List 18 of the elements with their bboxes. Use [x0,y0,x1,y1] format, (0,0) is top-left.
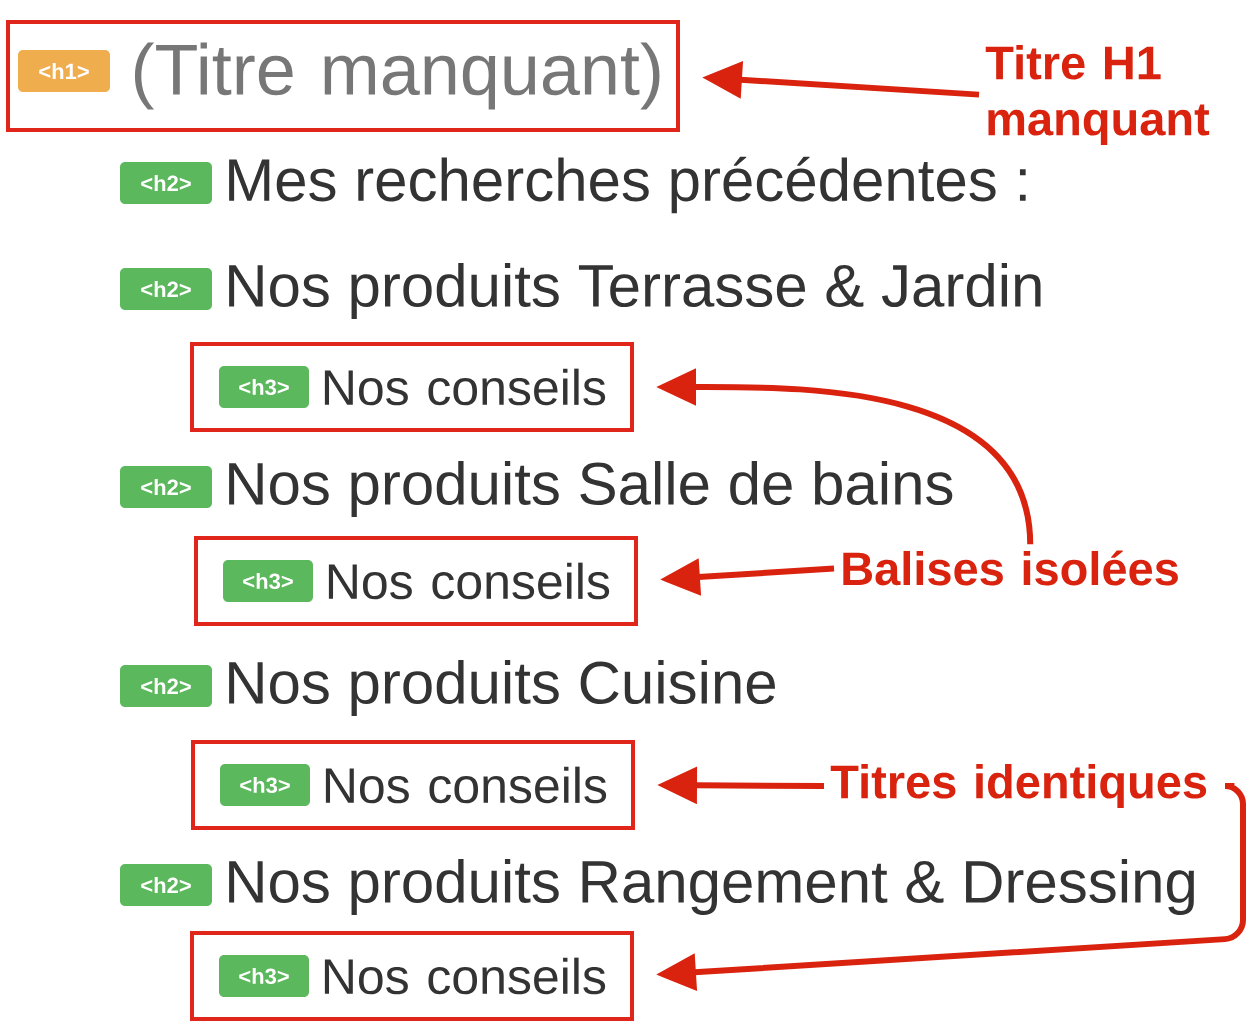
tag-badge: <h3> [223,560,313,602]
tag-badge: <h3> [219,366,309,408]
annotation-text: Balises isolées [843,550,1178,586]
tag-badge: <h3> [219,955,309,997]
heading-text: Mes recherches précédentes : [229,156,1026,214]
heading-text: Nos produits Terrasse & Jardin [229,263,1041,319]
annotation-text: Titre H1 manquant [985,45,1210,145]
tag-badge: <h3> [220,764,310,806]
heading-text: Nos produits Salle de bains [229,461,953,517]
tag-badge: <h2> [120,665,212,707]
heading-text: Nos produits Cuisine [229,660,775,716]
tag-badge: <h2> [120,162,212,204]
tag-badge: <h2> [120,466,212,508]
annotation-text: Titres identiques [830,764,1207,808]
tag-badge: <h1> [18,50,110,92]
tag-badge: <h2> [120,268,212,310]
heading-text: Nos produits Rangement & Dressing [229,859,1194,915]
tag-badge: <h2> [120,864,212,906]
